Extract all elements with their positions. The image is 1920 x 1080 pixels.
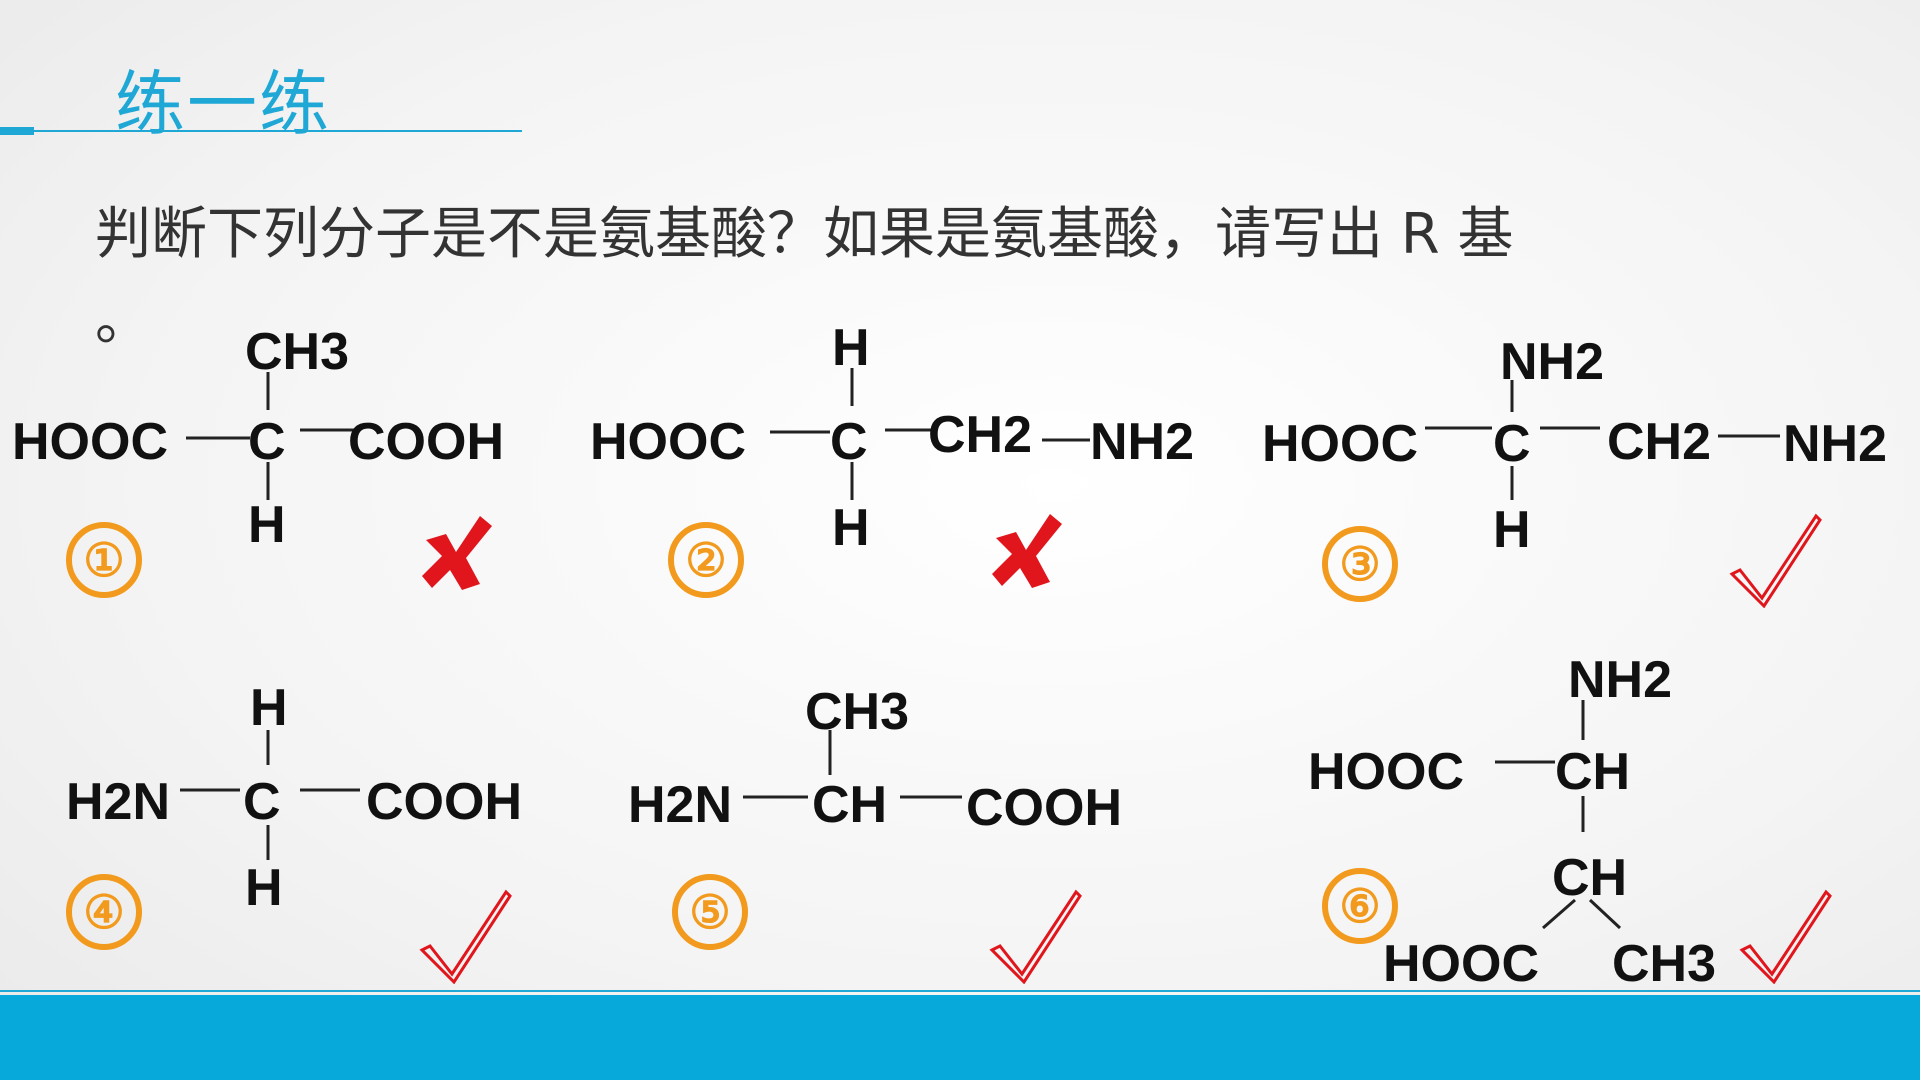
mol5-number-badge: ⑤ xyxy=(672,874,748,950)
mol3-center-atom: C xyxy=(1493,415,1531,473)
title-underline xyxy=(34,130,522,132)
mol6-bottom-right-group: CH3 xyxy=(1612,935,1717,993)
mol4-left-group: H2N xyxy=(66,773,171,831)
check-mark-icon xyxy=(419,889,512,984)
mol4-number-badge: ④ xyxy=(66,874,142,950)
mol2-left-group: HOOC xyxy=(590,413,746,471)
mol5-left-group: H2N xyxy=(628,776,733,834)
mol2-bottom-atom: H xyxy=(832,499,870,557)
mol6-bottom-left-group: HOOC xyxy=(1383,935,1539,993)
mol3-top-group: NH2 xyxy=(1500,333,1605,391)
mol6-center-group: CH xyxy=(1555,743,1631,801)
mol3-number-badge: ③ xyxy=(1322,526,1398,602)
mol1-top-group: CH3 xyxy=(245,323,350,381)
mol1-center-atom: C xyxy=(248,413,286,471)
mol4-top-atom: H xyxy=(250,679,288,737)
cross-mark-icon xyxy=(422,516,492,590)
question-main: 判断下列分子是不是氨基酸？如果是氨基酸，请写出 R 基 xyxy=(95,202,1514,267)
mol2-number-badge: ② xyxy=(668,522,744,598)
check-mark-icon xyxy=(1729,513,1822,608)
mol2-center-atom: C xyxy=(830,413,868,471)
question-text: 判断下列分子是不是氨基酸？如果是氨基酸，请写出 R 基 。 xyxy=(95,192,1815,364)
check-mark-icon xyxy=(1739,889,1832,984)
mol6-number-badge: ⑥ xyxy=(1322,868,1398,944)
mol1-number-badge: ① xyxy=(66,522,142,598)
mol1-bottom-atom: H xyxy=(248,496,286,554)
mol3-far-right-group: NH2 xyxy=(1783,415,1888,473)
mol1-right-group: COOH xyxy=(348,413,504,471)
check-mark-icon xyxy=(989,889,1082,984)
mol5-center-atom: CH xyxy=(812,776,888,834)
mol5-right-group: COOH xyxy=(966,779,1122,837)
mol1-left-group: HOOC xyxy=(12,413,168,471)
footer-divider xyxy=(0,990,1920,992)
mol5-top-group: CH3 xyxy=(805,683,910,741)
title-accent-bar xyxy=(0,127,34,135)
mol6-lower-group: CH xyxy=(1552,849,1628,907)
mol4-bottom-atom: H xyxy=(245,859,283,917)
cross-mark-icon xyxy=(992,514,1062,588)
mol2-right-group: CH2 xyxy=(928,406,1033,464)
mol2-top-atom: H xyxy=(832,319,870,377)
mol3-right-group: CH2 xyxy=(1607,413,1712,471)
mol4-center-atom: C xyxy=(243,773,281,831)
question-end: 。 xyxy=(95,288,151,353)
mol2-far-right-group: NH2 xyxy=(1090,413,1195,471)
mol6-left-group: HOOC xyxy=(1308,743,1464,801)
mol3-bottom-atom: H xyxy=(1493,501,1531,559)
footer-bar xyxy=(0,995,1920,1080)
mol6-top-group: NH2 xyxy=(1568,651,1673,709)
mol3-left-group: HOOC xyxy=(1262,415,1418,473)
mol4-right-group: COOH xyxy=(366,773,522,831)
